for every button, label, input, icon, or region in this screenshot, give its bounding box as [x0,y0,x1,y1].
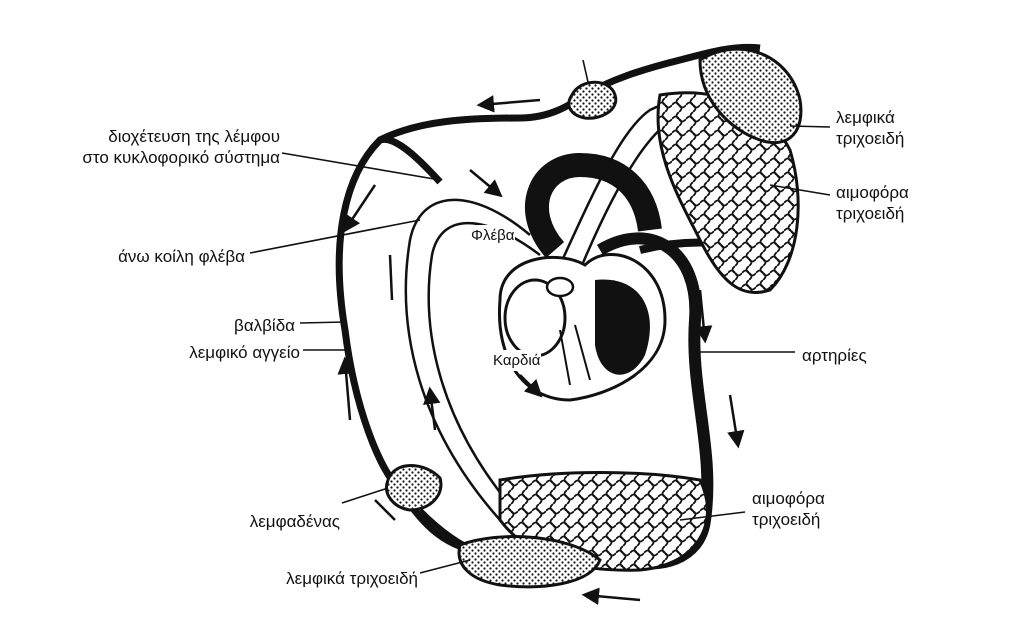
flow-arrows [337,95,745,605]
label-lymph-drainage-line1: διοχέτευση της λέμφου [108,127,280,146]
label-superior-vena-cava: άνω κοίλη φλέβα [118,247,245,266]
leader-lines [249,59,831,574]
lymph-node-left [385,464,443,512]
label-lymph-capillaries-bottom: λεμφικά τριχοειδή [286,569,418,588]
label-lymph-vessel: λεμφικό αγγείο [189,343,300,362]
label-lymph-node: λεμφαδένας [249,512,340,531]
label-blood-capillaries-bottom-line1: αιμοφόρα [752,489,825,508]
label-valve: βαλβίδα [234,316,295,335]
label-blood-capillaries-top-line1: αιμοφόρα [836,183,909,202]
label-vein: Φλέβα [470,225,516,246]
pulmonary-vessel-2 [578,124,666,271]
lymph-capillaries-top [698,47,803,145]
label-lymph-capillaries-top-line1: λεμφικά [836,108,895,127]
label-lymph-capillaries-top-line2: τριχοειδή [836,129,905,148]
label-lymph-drainage-line2: στο κυκλοφορικό σύστημα [82,148,280,167]
label-blood-capillaries-top: αιμοφόρα τριχοειδή [836,182,909,224]
label-blood-capillaries-top-line2: τριχοειδή [836,204,905,223]
label-blood-capillaries-bottom: αιμοφόρα τριχοειδή [752,488,825,530]
lymph-node-top [567,80,618,120]
label-blood-capillaries-bottom-line2: τριχοειδή [752,510,821,529]
label-lymph-drainage: διοχέτευση της λέμφου στο κυκλοφορικό σύ… [40,126,280,168]
aorta-arch [525,152,662,258]
label-lymph-capillaries-top: λεμφικά τριχοειδή [836,107,904,149]
label-heart: Καρδιά [492,350,542,371]
label-arteries: αρτηρίες [802,346,867,365]
lymph-capillaries-bottom [457,535,602,589]
